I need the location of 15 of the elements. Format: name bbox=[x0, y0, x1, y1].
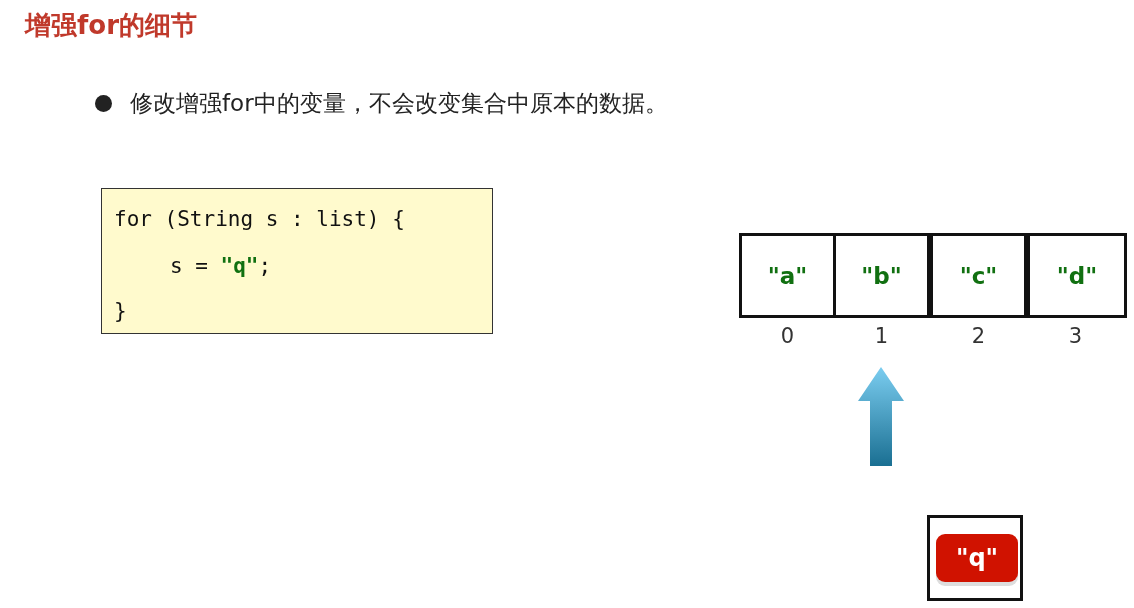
heading: 增强for的细节 bbox=[25, 9, 197, 42]
code-line: s = "q"; bbox=[170, 254, 272, 278]
code-line: for (String s : list) { bbox=[114, 207, 405, 231]
index-number: 1 bbox=[873, 324, 890, 348]
array-cell: "d" bbox=[1027, 233, 1127, 318]
code-box bbox=[101, 188, 493, 334]
code-line: } bbox=[114, 299, 127, 323]
array-cell: "c" bbox=[930, 233, 1027, 318]
index-number: 2 bbox=[970, 324, 987, 348]
bullet-text: 修改增强for中的变量，不会改变集合中原本的数据。 bbox=[130, 89, 668, 118]
variable-box bbox=[927, 515, 1023, 601]
array-cell: "b" bbox=[833, 233, 930, 318]
array-cell: "a" bbox=[739, 233, 836, 318]
index-number: 3 bbox=[1067, 324, 1084, 348]
index-number: 0 bbox=[779, 324, 796, 348]
